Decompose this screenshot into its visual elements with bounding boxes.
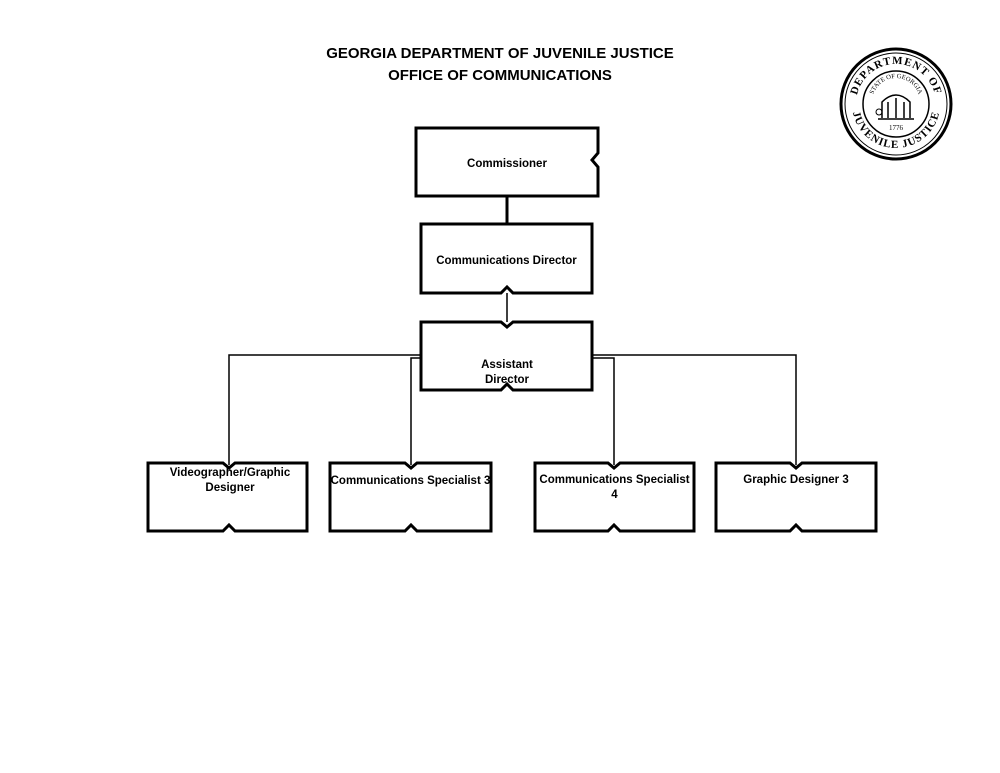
assistant-director-label: Assistant Director xyxy=(481,359,533,386)
staff-box-4 xyxy=(714,461,878,533)
staff-label-4: Graphic Designer 3 xyxy=(743,474,849,486)
commissioner-box xyxy=(414,126,600,198)
staff-box-2 xyxy=(328,461,493,533)
page-title-line1: GEORGIA DEPARTMENT OF JUVENILE JUSTICE xyxy=(326,45,674,62)
commissioner-label: Commissioner xyxy=(467,158,547,170)
staff-box-1 xyxy=(146,461,309,533)
connector-assistant-staff3 xyxy=(592,357,615,465)
staff-label-1: Videographer/Graphic Designer xyxy=(169,467,291,494)
connector-assistant-staff4 xyxy=(592,354,797,465)
svg-text:1776: 1776 xyxy=(889,124,904,132)
director-label: Communications Director xyxy=(436,255,577,267)
department-seal-logo: DEPARTMENT OF JUVENILE JUSTICE STATE OF … xyxy=(839,47,953,161)
staff-label-3: Communications Specialist 4 xyxy=(539,474,690,501)
staff-box-3 xyxy=(533,461,696,533)
assistant-director-box xyxy=(419,320,594,392)
connector-assistant-staff2 xyxy=(410,357,421,465)
connector-assistant-staff1 xyxy=(228,354,421,465)
staff-label-2: Communications Specialist 3 xyxy=(330,475,491,487)
director-box xyxy=(419,222,594,295)
page-title-line2: OFFICE OF COMMUNICATIONS xyxy=(388,67,612,84)
